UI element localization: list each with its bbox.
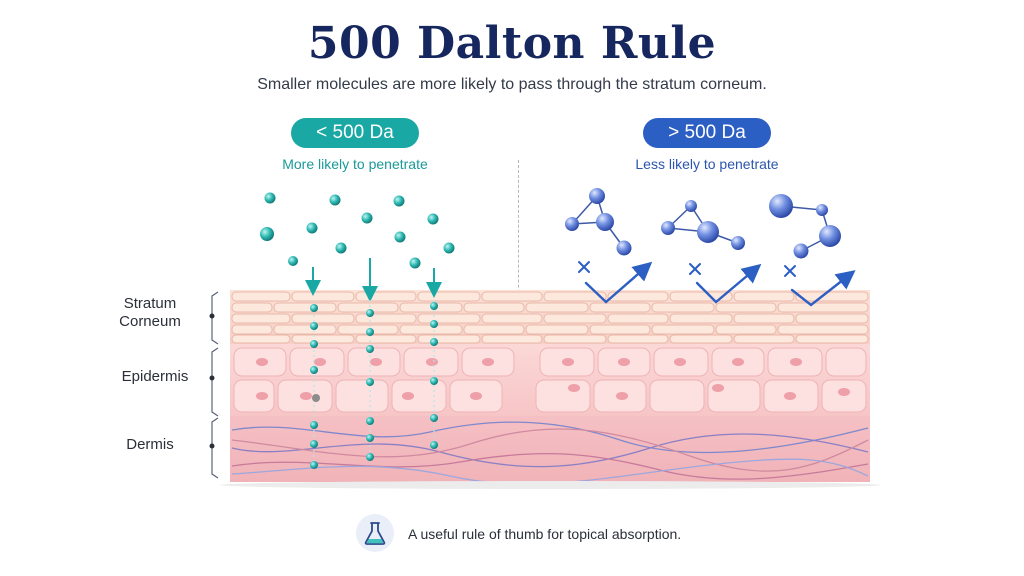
small-molecule-badge: < 500 Da — [291, 118, 419, 148]
penetration-arrows — [305, 258, 442, 302]
large-molecule-badge: > 500 Da — [643, 118, 771, 148]
page-title: 500 Dalton Rule — [307, 18, 717, 69]
large-molecule-3 — [769, 194, 841, 259]
blocked-x-icons — [578, 261, 796, 277]
dermis-label: Dermis — [126, 436, 174, 453]
footer-note: A useful rule of thumb for topical absor… — [408, 526, 682, 542]
stratum-corneum-cells — [231, 291, 869, 344]
small-molecules — [260, 192, 455, 269]
cell-nuclei — [256, 358, 850, 400]
deflect-arrows — [584, 261, 856, 307]
dermis-fibers — [231, 421, 869, 485]
layer-brackets — [211, 291, 219, 479]
large-molecule-1 — [565, 188, 632, 256]
epidermis-cells — [233, 347, 867, 413]
stratum-corneum-label-line1: Stratum — [123, 295, 177, 312]
stratum-corneum-label: Stratum Corneum — [114, 295, 186, 331]
epidermis-label: Epidermis — [121, 368, 189, 385]
large-molecule-caption: Less likely to penetrate — [635, 156, 779, 172]
page-subtitle: Smaller molecules are more likely to pas… — [257, 76, 767, 93]
penetrating-molecules — [310, 302, 438, 469]
flask-icon — [356, 514, 394, 552]
small-molecule-caption: More likely to penetrate — [282, 156, 428, 172]
skin-shadow — [220, 481, 880, 489]
stratum-corneum-label-line2: Corneum — [119, 313, 181, 330]
large-molecule-2 — [661, 200, 745, 250]
bracket-dots — [209, 313, 215, 449]
